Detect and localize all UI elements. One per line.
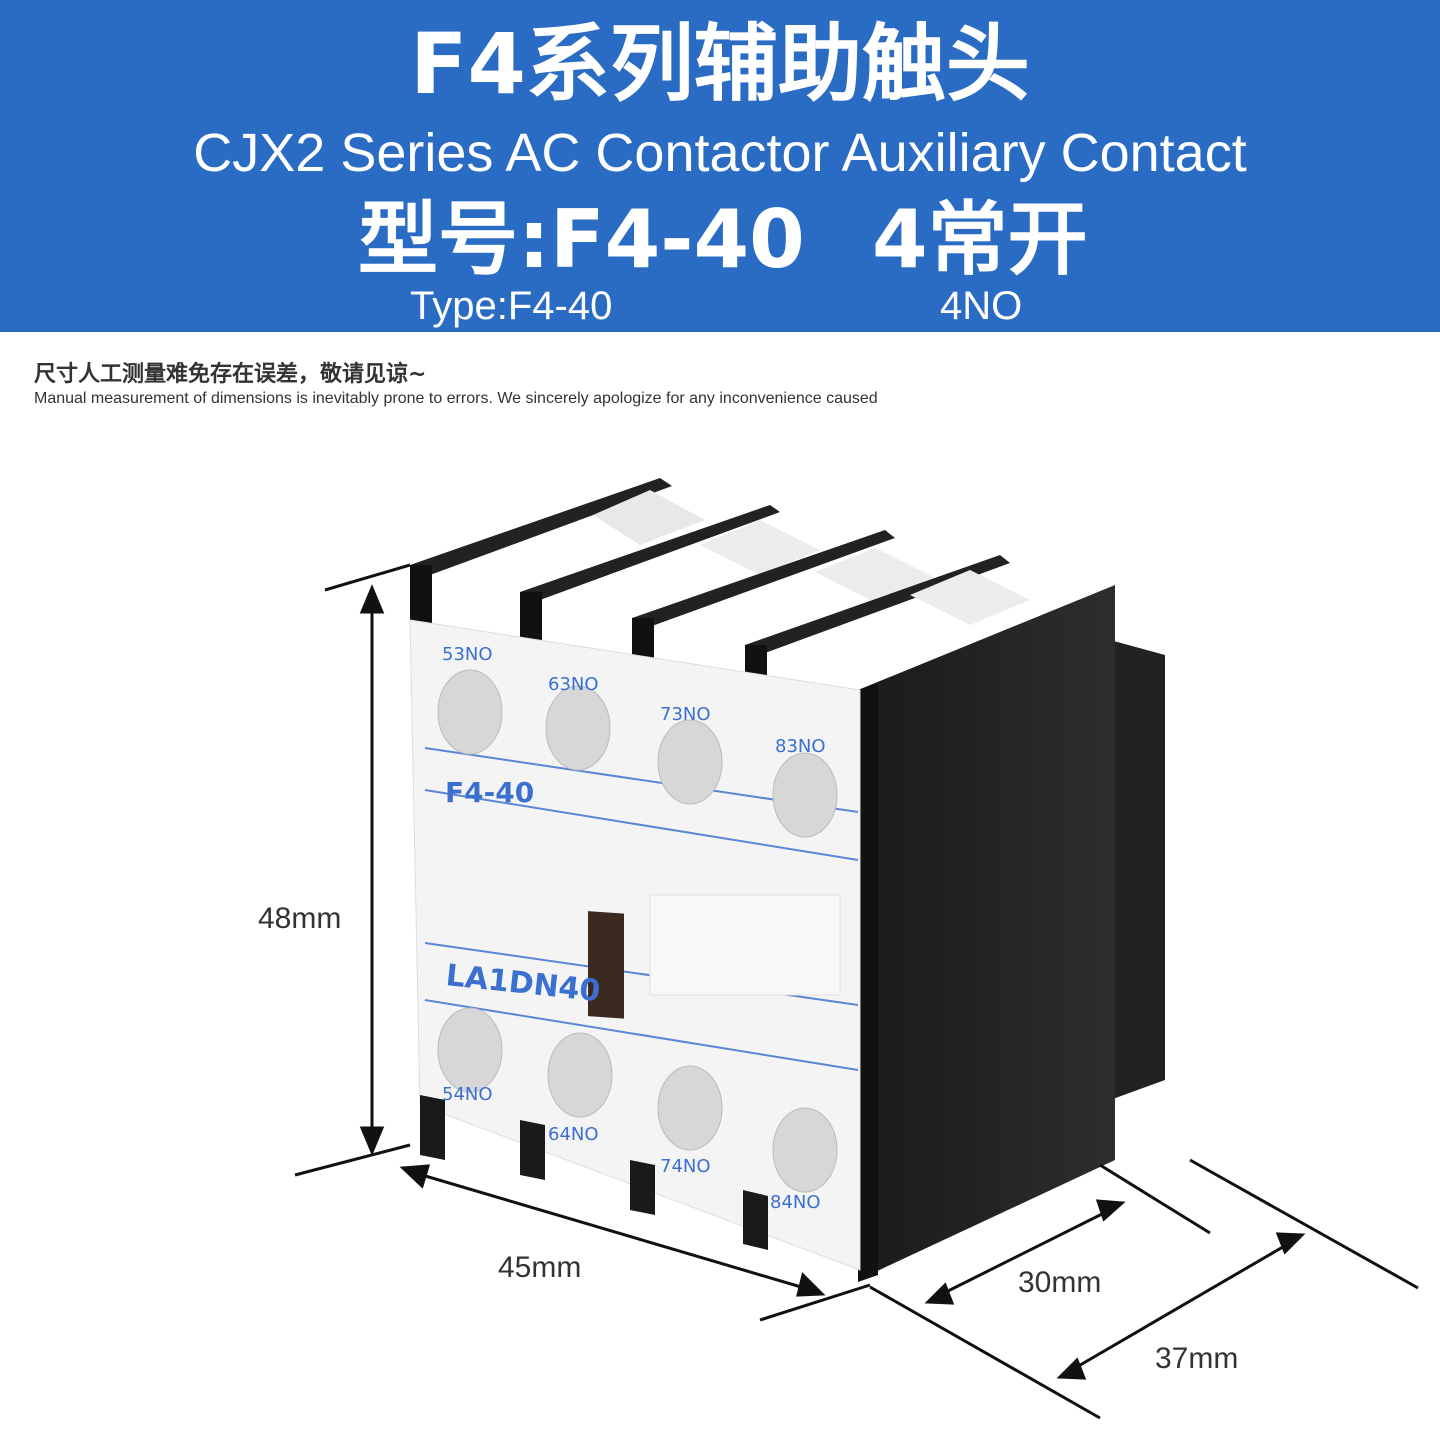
- bottom-feet: [420, 1095, 768, 1250]
- terminal-label-bottom-1: 54NO: [442, 1084, 493, 1105]
- contacts-label-en: 4NO: [940, 284, 1023, 328]
- top-terminal-holes: [437, 669, 838, 838]
- depth-outer-dimension: 37mm: [1155, 1342, 1238, 1375]
- product-title: F4系列辅助触头: [410, 15, 1030, 113]
- title-banner: F4系列辅助触头 CJX2 Series AC Contactor Auxili…: [0, 0, 1440, 332]
- width-dimension: 45mm: [498, 1251, 581, 1284]
- contacts-label-cn: 4常开: [872, 193, 1088, 286]
- dimension-lines: [294, 563, 1419, 1420]
- measurement-note-cn: 尺寸人工测量难免存在误差，敬请见谅~: [34, 362, 427, 387]
- terminal-label-bottom-4: 84NO: [770, 1192, 821, 1213]
- terminal-label-top-3: 73NO: [660, 704, 711, 725]
- terminal-label-top-1: 53NO: [442, 644, 493, 665]
- depth-inner-dimension: 30mm: [1018, 1266, 1101, 1299]
- product-subtitle: CJX2 Series AC Contactor Auxiliary Conta…: [193, 123, 1247, 183]
- terminal-label-top-2: 63NO: [548, 674, 599, 695]
- label-slot: [649, 894, 841, 996]
- model-label-cn: 型号:F4-40: [358, 193, 805, 286]
- terminal-label-bottom-3: 74NO: [660, 1156, 711, 1177]
- terminal-label-top-4: 83NO: [775, 736, 826, 757]
- terminal-label-bottom-2: 64NO: [548, 1124, 599, 1145]
- top-ribs: [410, 478, 1030, 700]
- height-dimension: 48mm: [258, 902, 341, 935]
- measurement-note-en: Manual measurement of dimensions is inev…: [34, 390, 878, 407]
- actuator-window: [588, 911, 624, 1019]
- bottom-terminal-holes: [437, 1007, 838, 1193]
- model-label-en: Type:F4-40: [410, 284, 613, 328]
- front-face: 53NO 63NO 73NO 83NO F4-40 LA1DN40 54NO 6…: [409, 619, 861, 1271]
- model-mark: F4-40: [445, 776, 534, 809]
- contact-block-side: [858, 585, 1165, 1282]
